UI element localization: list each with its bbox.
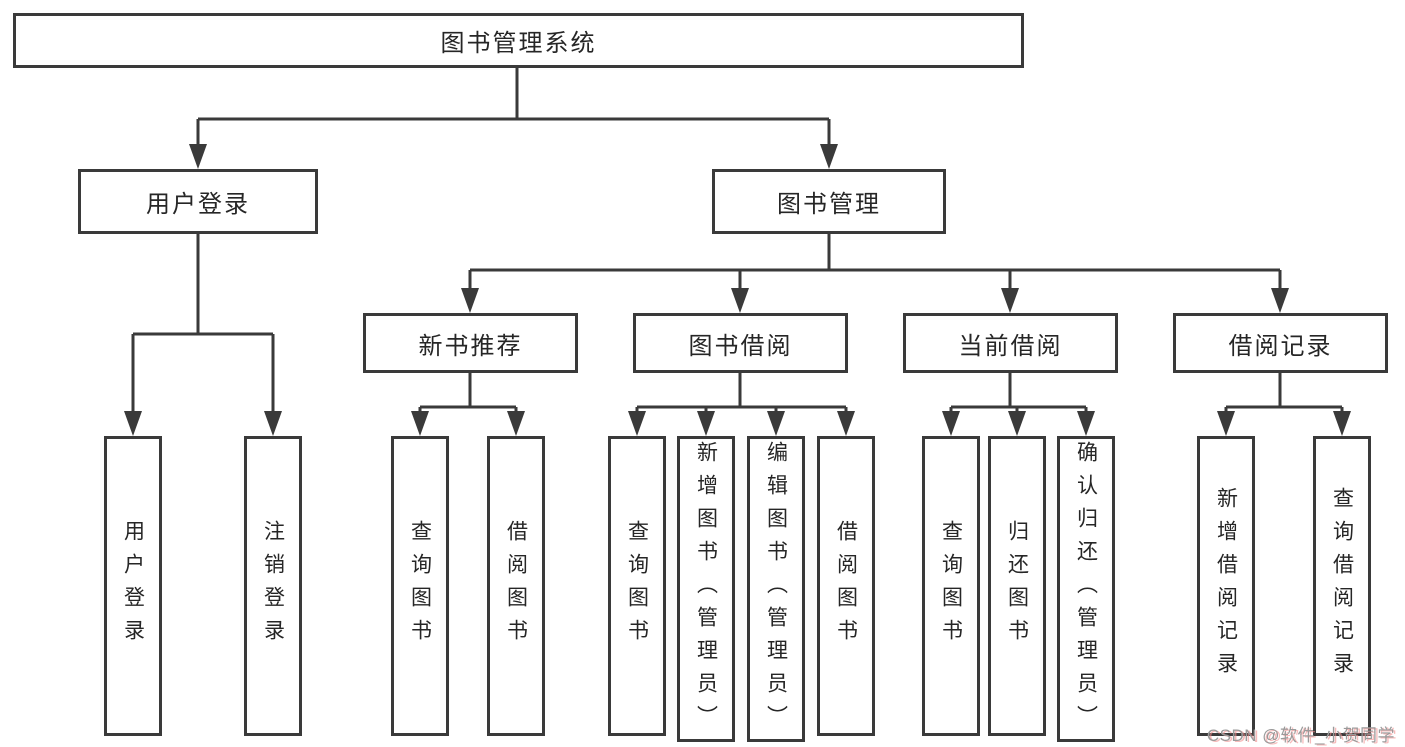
leaf-user-login: 用户登录 [104, 436, 162, 736]
node-library-management-system-label: 图书管理系统 [440, 30, 597, 57]
watermark: CSDN @软件_小贺同学 [1206, 726, 1395, 745]
leaf-confirm-return-admin: 确认归还（管理员） [1057, 436, 1115, 742]
node-borrowing-records-label: 借阅记录 [1228, 332, 1333, 360]
node-user-login-label: 用户登录 [146, 191, 250, 218]
leaf-logout-login: 注销登录 [244, 436, 302, 736]
leaf-user-login-label: 用户登录 [121, 520, 145, 652]
node-book-management: 图书管理 [712, 169, 946, 234]
leaf-query-books-current: 查询图书 [922, 436, 980, 736]
leaf-borrow-books-recommend: 借阅图书 [487, 436, 545, 736]
node-user-login: 用户登录 [78, 169, 318, 234]
node-new-book-recommend: 新书推荐 [363, 313, 578, 373]
leaf-query-books-borrow-label: 查询图书 [625, 520, 649, 652]
node-book-borrowing-label: 图书借阅 [688, 332, 793, 360]
leaf-query-books-current-label: 查询图书 [939, 520, 963, 652]
leaf-borrow-books-borrow-label: 借阅图书 [834, 520, 858, 652]
node-current-borrowing-label: 当前借阅 [958, 332, 1063, 360]
leaf-edit-book-admin-label: 编辑图书（管理员） [764, 440, 788, 738]
node-book-management-label: 图书管理 [777, 191, 881, 218]
leaf-borrow-books-recommend-label: 借阅图书 [504, 520, 528, 652]
leaf-return-books-label: 归还图书 [1005, 520, 1029, 652]
leaf-confirm-return-admin-label: 确认归还（管理员） [1074, 440, 1098, 738]
node-book-borrowing: 图书借阅 [633, 313, 848, 373]
leaf-edit-book-admin: 编辑图书（管理员） [747, 436, 805, 742]
leaf-add-book-admin: 新增图书（管理员） [677, 436, 735, 742]
leaf-add-book-admin-label: 新增图书（管理员） [694, 440, 718, 738]
leaf-query-books-recommend: 查询图书 [391, 436, 449, 736]
leaf-add-borrow-record: 新增借阅记录 [1197, 436, 1255, 736]
leaf-return-books: 归还图书 [988, 436, 1046, 736]
leaf-query-borrow-record: 查询借阅记录 [1313, 436, 1371, 736]
leaf-borrow-books-borrow: 借阅图书 [817, 436, 875, 736]
node-new-book-recommend-label: 新书推荐 [418, 332, 523, 360]
node-library-management-system: 图书管理系统 [13, 13, 1024, 68]
node-borrowing-records: 借阅记录 [1173, 313, 1388, 373]
leaf-logout-login-label: 注销登录 [261, 520, 285, 652]
node-current-borrowing: 当前借阅 [903, 313, 1118, 373]
leaf-query-borrow-record-label: 查询借阅记录 [1330, 487, 1354, 685]
leaf-query-books-recommend-label: 查询图书 [408, 520, 432, 652]
leaf-add-borrow-record-label: 新增借阅记录 [1214, 487, 1238, 685]
leaf-query-books-borrow: 查询图书 [608, 436, 666, 736]
